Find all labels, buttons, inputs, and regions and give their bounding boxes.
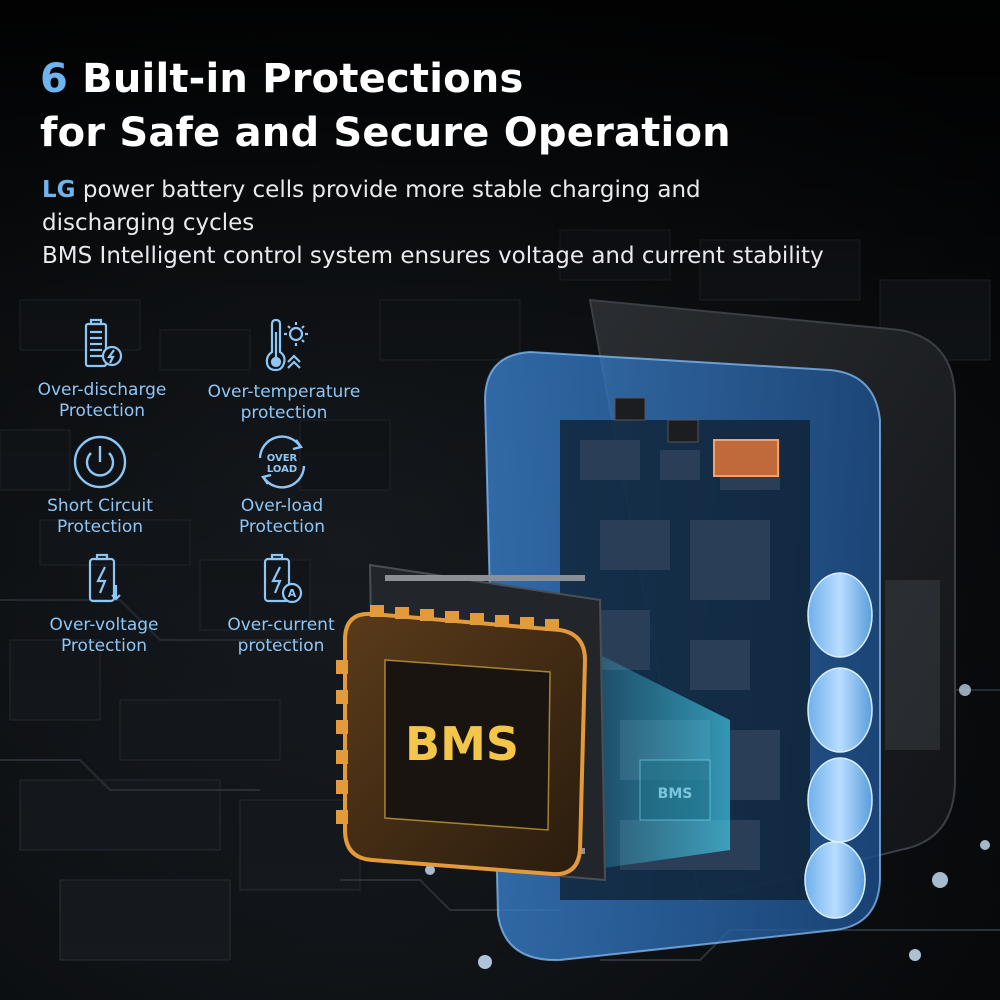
description-line1: power battery cells provide more stable …	[75, 177, 701, 203]
chip-reflection-label: BMS	[658, 786, 693, 802]
protection-short-circuit: Short Circuit Protection	[15, 432, 185, 538]
protection-over-voltage: Over-voltage Protection	[19, 551, 189, 657]
description: LG power battery cells provide more stab…	[42, 174, 942, 273]
description-line3: BMS Intelligent control system ensures v…	[42, 243, 824, 269]
feature-title: Over-load	[240, 496, 324, 516]
feature-title: Over-current	[227, 615, 335, 635]
power-button-icon	[73, 435, 127, 489]
feature-subtitle: Protection	[58, 401, 145, 421]
feature-title: Over-discharge	[37, 380, 167, 400]
brand-name: LG	[42, 177, 76, 203]
feature-subtitle: Protection	[238, 517, 325, 537]
protection-over-temperature: Over-temperature protection	[199, 318, 369, 424]
headline-line2: for Safe and Secure Operation	[40, 110, 731, 156]
overload-cycle-icon: OVER LOAD	[258, 435, 306, 489]
protection-over-current: A Over-current protection	[196, 551, 366, 657]
feature-title: Over-temperature	[207, 382, 361, 402]
feature-subtitle: protection	[240, 403, 328, 423]
headline: 6 Built-in Protections for Safe and Secu…	[40, 52, 731, 160]
feature-subtitle: protection	[237, 636, 325, 656]
description-line2: discharging cycles	[42, 210, 255, 236]
battery-discharge-icon	[84, 318, 123, 368]
headline-number: 6	[40, 56, 69, 102]
feature-title: Short Circuit	[47, 496, 153, 516]
protection-over-discharge: Over-discharge Protection	[17, 316, 187, 422]
feature-title: Over-voltage	[49, 615, 159, 635]
battery-voltage-icon	[88, 553, 121, 603]
overload-badge-top: OVER	[267, 453, 298, 464]
thermometer-sun-icon	[265, 318, 308, 372]
battery-current-icon: A	[263, 553, 303, 604]
feature-subtitle: Protection	[56, 517, 143, 537]
overload-badge-bottom: LOAD	[267, 464, 297, 475]
feature-subtitle: Protection	[60, 636, 147, 656]
chip-bms-label: BMS	[405, 717, 519, 771]
protection-over-load: OVER LOAD Over-load Protection	[197, 432, 367, 538]
headline-line1: Built-in Protections	[68, 56, 524, 102]
current-badge: A	[288, 587, 297, 600]
